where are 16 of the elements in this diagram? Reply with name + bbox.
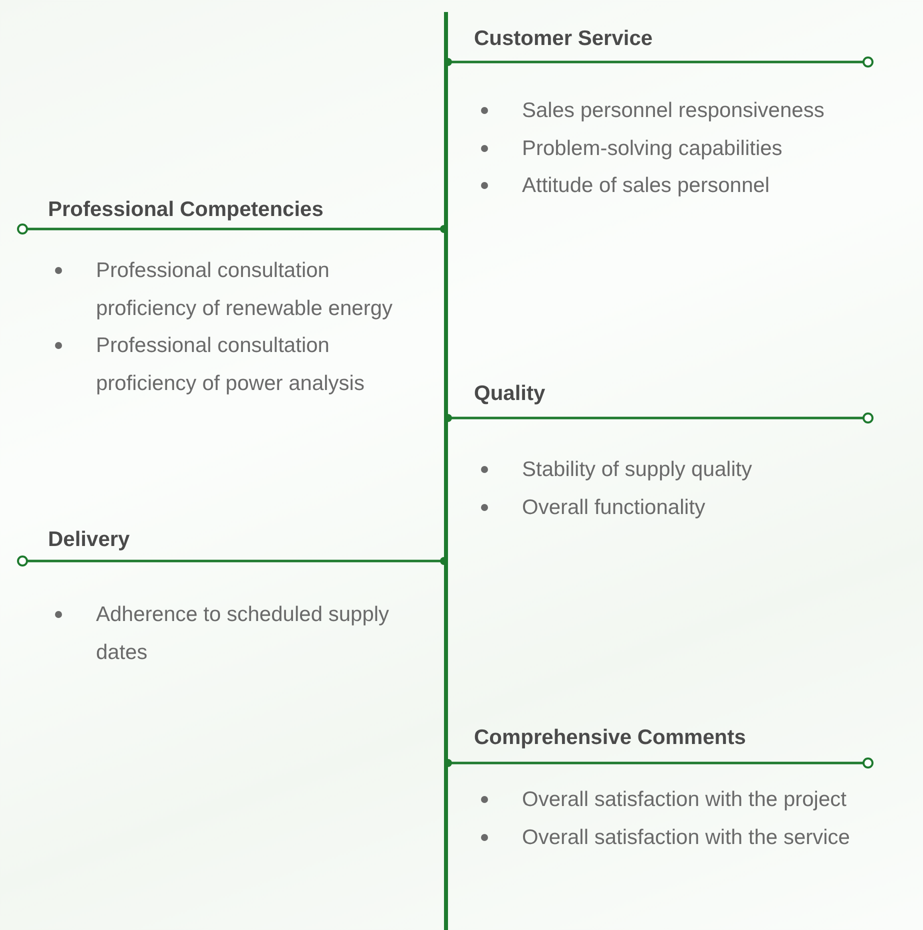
section-heading: Comprehensive Comments (474, 725, 746, 751)
bullet-text: Problem-solving capabilities (522, 136, 782, 162)
timeline-bar (444, 12, 448, 930)
bullet-text: Professional consultation proficiency of power analysis (96, 333, 366, 396)
section-heading: Professional Competencies (48, 197, 324, 223)
bullet-text: Attitude of sales personnel (522, 173, 770, 199)
bullet-text: Overall functionality (522, 494, 706, 520)
section-heading: Quality (474, 381, 546, 407)
bullet-text: Stability of supply quality (522, 457, 752, 483)
section-heading: Customer Service (474, 26, 653, 52)
bullet-text: Sales personnel responsiveness (522, 98, 824, 124)
bullet-text: Adherence to scheduled supply dates (96, 602, 390, 666)
bullet-text: Overall satisfaction with the service (522, 824, 850, 850)
bullet-text: Overall satisfaction with the project (522, 787, 846, 813)
section-heading: Delivery (48, 527, 130, 553)
bullet-text: Professional consultation proficiency of renewable energy (96, 258, 394, 322)
